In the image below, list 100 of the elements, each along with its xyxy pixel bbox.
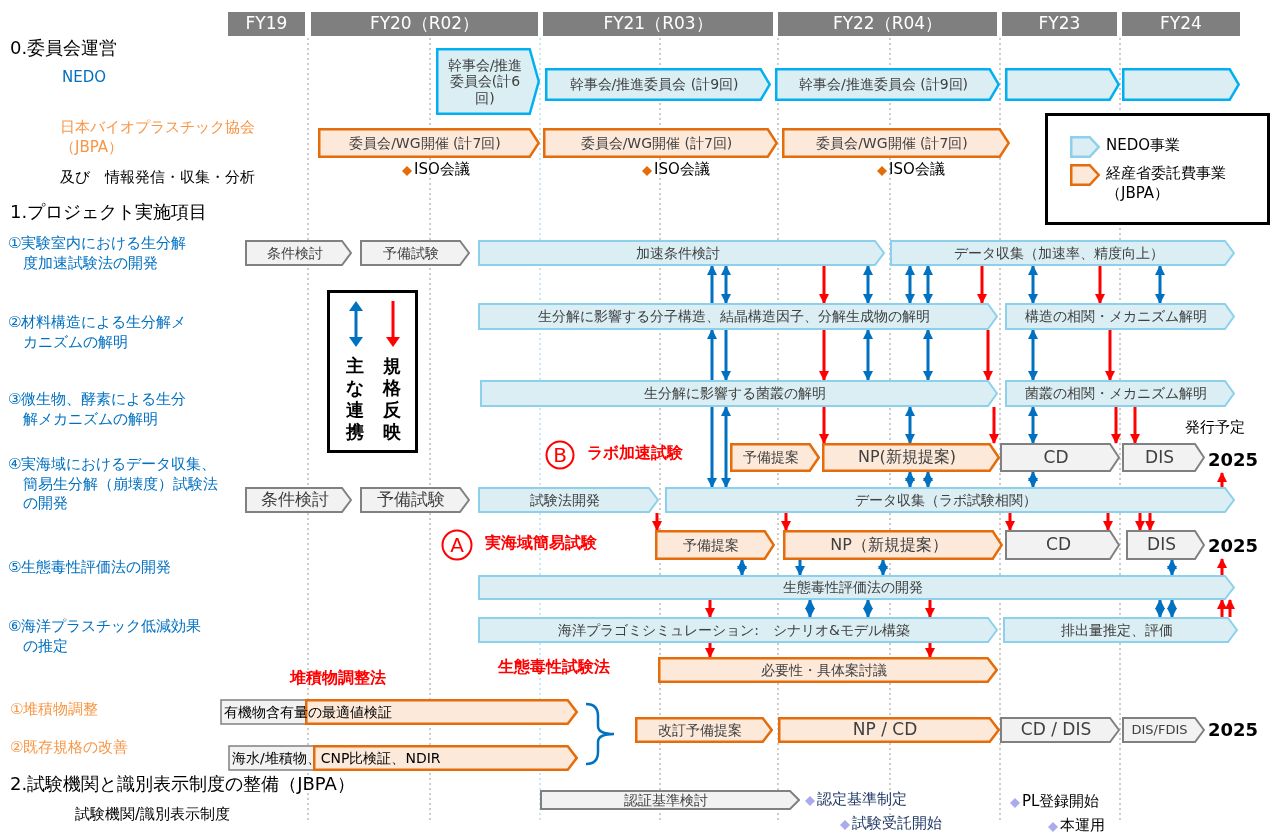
phase-bar: 改訂予備提案	[635, 717, 773, 743]
row-title: 日本バイオプラスチック協会（JBPA）	[60, 118, 256, 157]
link-arrow	[1145, 513, 1155, 531]
row-title: ②材料構造による生分解メカニズムの解明	[8, 313, 188, 352]
link-arrow	[721, 330, 731, 381]
phase-bar	[1005, 68, 1120, 101]
link-arrow	[905, 471, 915, 488]
legend-label: 規格反映	[383, 355, 402, 443]
note-label: ラボ加速試験	[587, 443, 683, 464]
link-arrow	[707, 329, 717, 380]
year-label: 2025	[1208, 533, 1260, 559]
link-arrow	[1217, 599, 1227, 617]
link-arrow	[863, 329, 873, 381]
link-arrow	[795, 560, 805, 576]
phase-bar: 生態毒性評価法の開発	[478, 575, 1235, 600]
link-arrow	[923, 329, 933, 381]
circled-letter: B	[545, 440, 575, 470]
link-arrow	[721, 265, 731, 304]
legend-label: NEDO事業	[1106, 136, 1182, 156]
section-heading: 2.試験機関と識別表示制度の整備（JBPA）	[10, 772, 355, 796]
phase-bar: データ収集（ラボ試験相関）	[665, 487, 1235, 513]
phase-bar: 必要性・具体案討議	[658, 657, 998, 683]
row-title: ①実験室内における生分解度加速試験法の開発	[8, 234, 188, 273]
link-arrow	[989, 407, 999, 444]
phase-bar: 加速条件検討	[478, 240, 885, 266]
year-header: FY19	[228, 12, 305, 36]
phase-bar: 予備提案	[730, 443, 820, 472]
phase-bar: 海洋プラゴミシミュレーション: シナリオ&モデル構築	[478, 617, 998, 643]
row-title: ②既存規格の改善	[10, 738, 129, 758]
milestone-label: 認定基準制定	[817, 790, 907, 810]
link-arrow	[819, 330, 829, 381]
link-arrow	[925, 643, 935, 658]
link-arrow	[905, 265, 915, 304]
milestone-label: PL登録開始	[1022, 792, 1100, 812]
phase-bar	[1122, 68, 1240, 101]
link-arrow	[905, 406, 915, 444]
section-heading: 1.プロジェクト実施項目	[10, 200, 208, 224]
link-arrow	[652, 513, 662, 531]
link-arrow	[781, 513, 791, 531]
milestone-label: ISO会議	[889, 160, 945, 180]
link-arrow	[819, 266, 829, 304]
milestone-label: 本運用	[1060, 816, 1105, 836]
link-arrow	[1028, 329, 1038, 381]
year-label: 2025	[1208, 447, 1260, 473]
link-arrow	[1217, 558, 1227, 575]
link-arrow	[925, 600, 935, 618]
row-title: NEDO	[62, 68, 107, 88]
row-title: ③微生物、酵素による生分解メカニズムの解明	[8, 390, 188, 429]
milestone-label: ISO会議	[654, 160, 710, 180]
link-arrow	[863, 265, 873, 304]
link-arrow	[1225, 599, 1235, 617]
phase-bar: NP（新規提案）	[783, 530, 1003, 560]
link-arrow	[1028, 406, 1038, 444]
phase-bar: 予備試験	[360, 240, 470, 266]
year-header: FY24	[1122, 12, 1240, 36]
link-arrow	[1005, 513, 1015, 531]
link-arrow	[1095, 266, 1105, 304]
row-title: 及び 情報発信・収集・分析	[60, 168, 255, 188]
phase-bar: 認証基準検討	[540, 790, 800, 810]
phase-bar: 試験法開発	[478, 487, 659, 513]
link-arrow	[1130, 407, 1140, 444]
note-label: 実海域簡易試験	[485, 533, 597, 554]
phase-bar: 条件検討	[245, 487, 352, 513]
phase-bar: 委員会/WG開催 (計7回)	[782, 128, 1010, 158]
legend-label: 経産省委託費事業（JBPA）	[1106, 164, 1227, 203]
link-arrow	[819, 407, 829, 444]
phase-bar: 幹事会/推進委員会 (計9回)	[545, 68, 771, 101]
year-header: FY20（R02）	[311, 12, 538, 36]
phase-bar: 委員会/WG開催 (計7回)	[543, 128, 778, 158]
phase-bar: 菌叢の相関・メカニズム解明	[1005, 380, 1235, 407]
circled-letter: A	[441, 529, 473, 561]
link-arrow	[1105, 330, 1115, 381]
year-header: FY21（R03）	[543, 12, 773, 36]
year-header: FY22（R04）	[778, 12, 997, 36]
phase-bar: 生分解に影響する分子構造、結晶構造因子、分解生成物の解明	[478, 303, 998, 330]
note-label: 堆積物調整法	[290, 668, 386, 689]
phase-bar: DIS/FDIS	[1122, 717, 1205, 743]
phase-bar: 生分解に影響する菌叢の解明	[480, 380, 998, 407]
link-arrow	[1111, 407, 1121, 444]
link-arrow	[1167, 559, 1177, 576]
link-arrow	[863, 599, 873, 618]
phase-bar: 構造の相関・メカニズム解明	[1005, 303, 1235, 330]
milestone-label: ISO会議	[414, 160, 470, 180]
link-arrow	[1217, 472, 1227, 487]
phase-bar: 条件検討	[245, 240, 352, 266]
section-heading: 0.委員会運営	[10, 36, 118, 60]
note-label: 発行予定	[1185, 418, 1245, 438]
link-arrow	[707, 407, 717, 488]
link-arrow	[1028, 471, 1038, 488]
link-arrow	[1028, 265, 1038, 304]
year-label: 2025	[1208, 718, 1259, 742]
note-label: 生態毒性試験法	[498, 657, 610, 678]
link-arrow	[878, 559, 888, 576]
phase-bar: 予備試験	[360, 487, 470, 513]
link-arrow	[721, 406, 731, 488]
phase-bar: 幹事会/推進委員会(計6回)	[436, 48, 540, 115]
phase-bar: 幹事会/推進委員会 (計9回)	[775, 68, 1000, 101]
link-arrow	[923, 265, 933, 304]
row-title: 試験機関/識別表示制度	[75, 805, 231, 825]
phase-bar: 委員会/WG開催 (計7回)	[318, 128, 540, 158]
